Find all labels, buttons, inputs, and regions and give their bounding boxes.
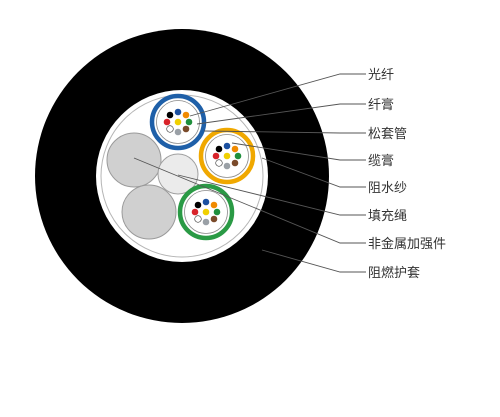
label-non-metallic-strength-member: 非金属加强件 [368, 236, 446, 252]
loose-tube-orange [198, 127, 256, 185]
leader-loose-tube [203, 130, 366, 134]
filler-rope [157, 153, 199, 195]
fiber-bundle-blue [163, 108, 193, 136]
fiber-bundle-orange [212, 142, 242, 170]
leader-cable-gel [231, 142, 366, 161]
leader-filler-rope [177, 174, 366, 216]
label-fiber-gel: 纤膏 [368, 97, 394, 113]
leader-lines [133, 73, 366, 273]
label-loose-tube: 松套管 [368, 126, 407, 142]
label-optical-fiber: 光纤 [368, 68, 394, 83]
leader-sheath [261, 249, 366, 273]
leader-fiber-gel [196, 103, 366, 125]
label-cable-gel: 缆膏 [368, 153, 394, 169]
leader-optical-fiber [189, 73, 366, 117]
fiber-bundle-green [191, 198, 221, 226]
leader-water-blocking-yarn [261, 157, 366, 188]
label-filler-rope: 填充绳 [368, 208, 407, 224]
strength-member-top [106, 132, 162, 188]
loose-tube-green [177, 183, 235, 241]
label-flame-retardant-sheath: 阻燃护套 [368, 265, 420, 281]
strength-member-bottom [121, 184, 177, 240]
loose-tube-blue [149, 93, 207, 151]
label-water-blocking-yarn: 阻水纱 [368, 181, 407, 196]
leader-strength-member [133, 157, 366, 244]
